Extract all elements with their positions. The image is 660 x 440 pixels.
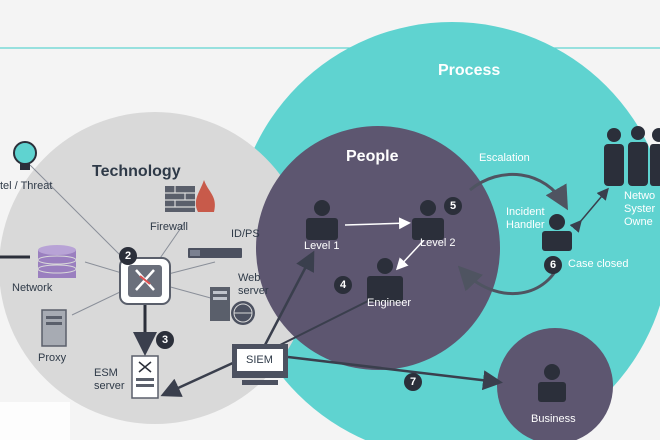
business-label: Business (531, 413, 576, 425)
level2-label: Level 2 (420, 237, 456, 249)
owners-link-arrow (569, 187, 609, 233)
siem-label: SIEM (246, 354, 273, 366)
web-server-label-line2: server (238, 285, 269, 297)
network-label: Network (12, 282, 53, 294)
siem-console-icon (232, 344, 288, 385)
siem-to-esm-arrow (160, 360, 236, 397)
owners-label-line3: Owne (624, 216, 653, 228)
level2-person-icon (412, 200, 444, 240)
owners-group-icon (604, 126, 660, 186)
web-server-icon (210, 287, 255, 325)
siem-to-engineer-arrow (279, 299, 371, 346)
database-icon (37, 245, 77, 278)
escalation-label: Escalation (479, 152, 530, 164)
step-7-badge: 7 (404, 373, 422, 391)
intel-threat-label: tel / Threat (0, 180, 53, 192)
technology-title: Technology (92, 163, 181, 180)
lightbulb-icon (13, 141, 37, 170)
level1-to-level2-arrow (344, 217, 411, 230)
proxy-server-icon (41, 309, 67, 347)
level1-label: Level 1 (304, 240, 340, 252)
case-closed-label: Case closed (568, 258, 629, 270)
idps-label: ID/PS (231, 228, 260, 240)
step-3-badge: 3 (156, 331, 174, 349)
owners-label-line2: Syster (624, 203, 656, 215)
process-title: Process (438, 62, 501, 79)
escalation-loop-arrow (469, 172, 568, 211)
siem-to-business-arrow (287, 355, 503, 391)
idps-icon (188, 248, 242, 258)
business-person-icon (538, 364, 566, 402)
incident-handler-label-line1: Incident (506, 206, 545, 218)
step-6-badge: 6 (544, 256, 562, 274)
esm-server-icon (131, 355, 159, 399)
owners-label-line1: Netwo (624, 190, 656, 202)
collector-icon (119, 257, 171, 305)
people-title: People (346, 148, 399, 165)
web-server-label-line1: Web (238, 272, 261, 284)
step-2-badge: 2 (119, 247, 137, 265)
esm-server-label-line2: server (94, 380, 125, 392)
bottom-left-panel (0, 402, 70, 440)
engineer-person-icon (367, 258, 403, 302)
siem-to-level1-arrow (263, 250, 315, 346)
firewall-icon (165, 180, 215, 212)
people-circle (256, 126, 500, 370)
proxy-label: Proxy (38, 352, 67, 364)
firewall-label: Firewall (150, 221, 188, 233)
esm-server-label-line1: ESM (94, 367, 118, 379)
engineer-label: Engineer (367, 297, 412, 309)
incident-handler-person-icon (542, 214, 572, 251)
step-4-badge: 4 (334, 276, 352, 294)
step-5-badge: 5 (444, 197, 462, 215)
level2-to-engineer-arrow (395, 239, 425, 271)
incident-handler-label-line2: Handler (506, 219, 545, 231)
level1-person-icon (306, 200, 338, 240)
